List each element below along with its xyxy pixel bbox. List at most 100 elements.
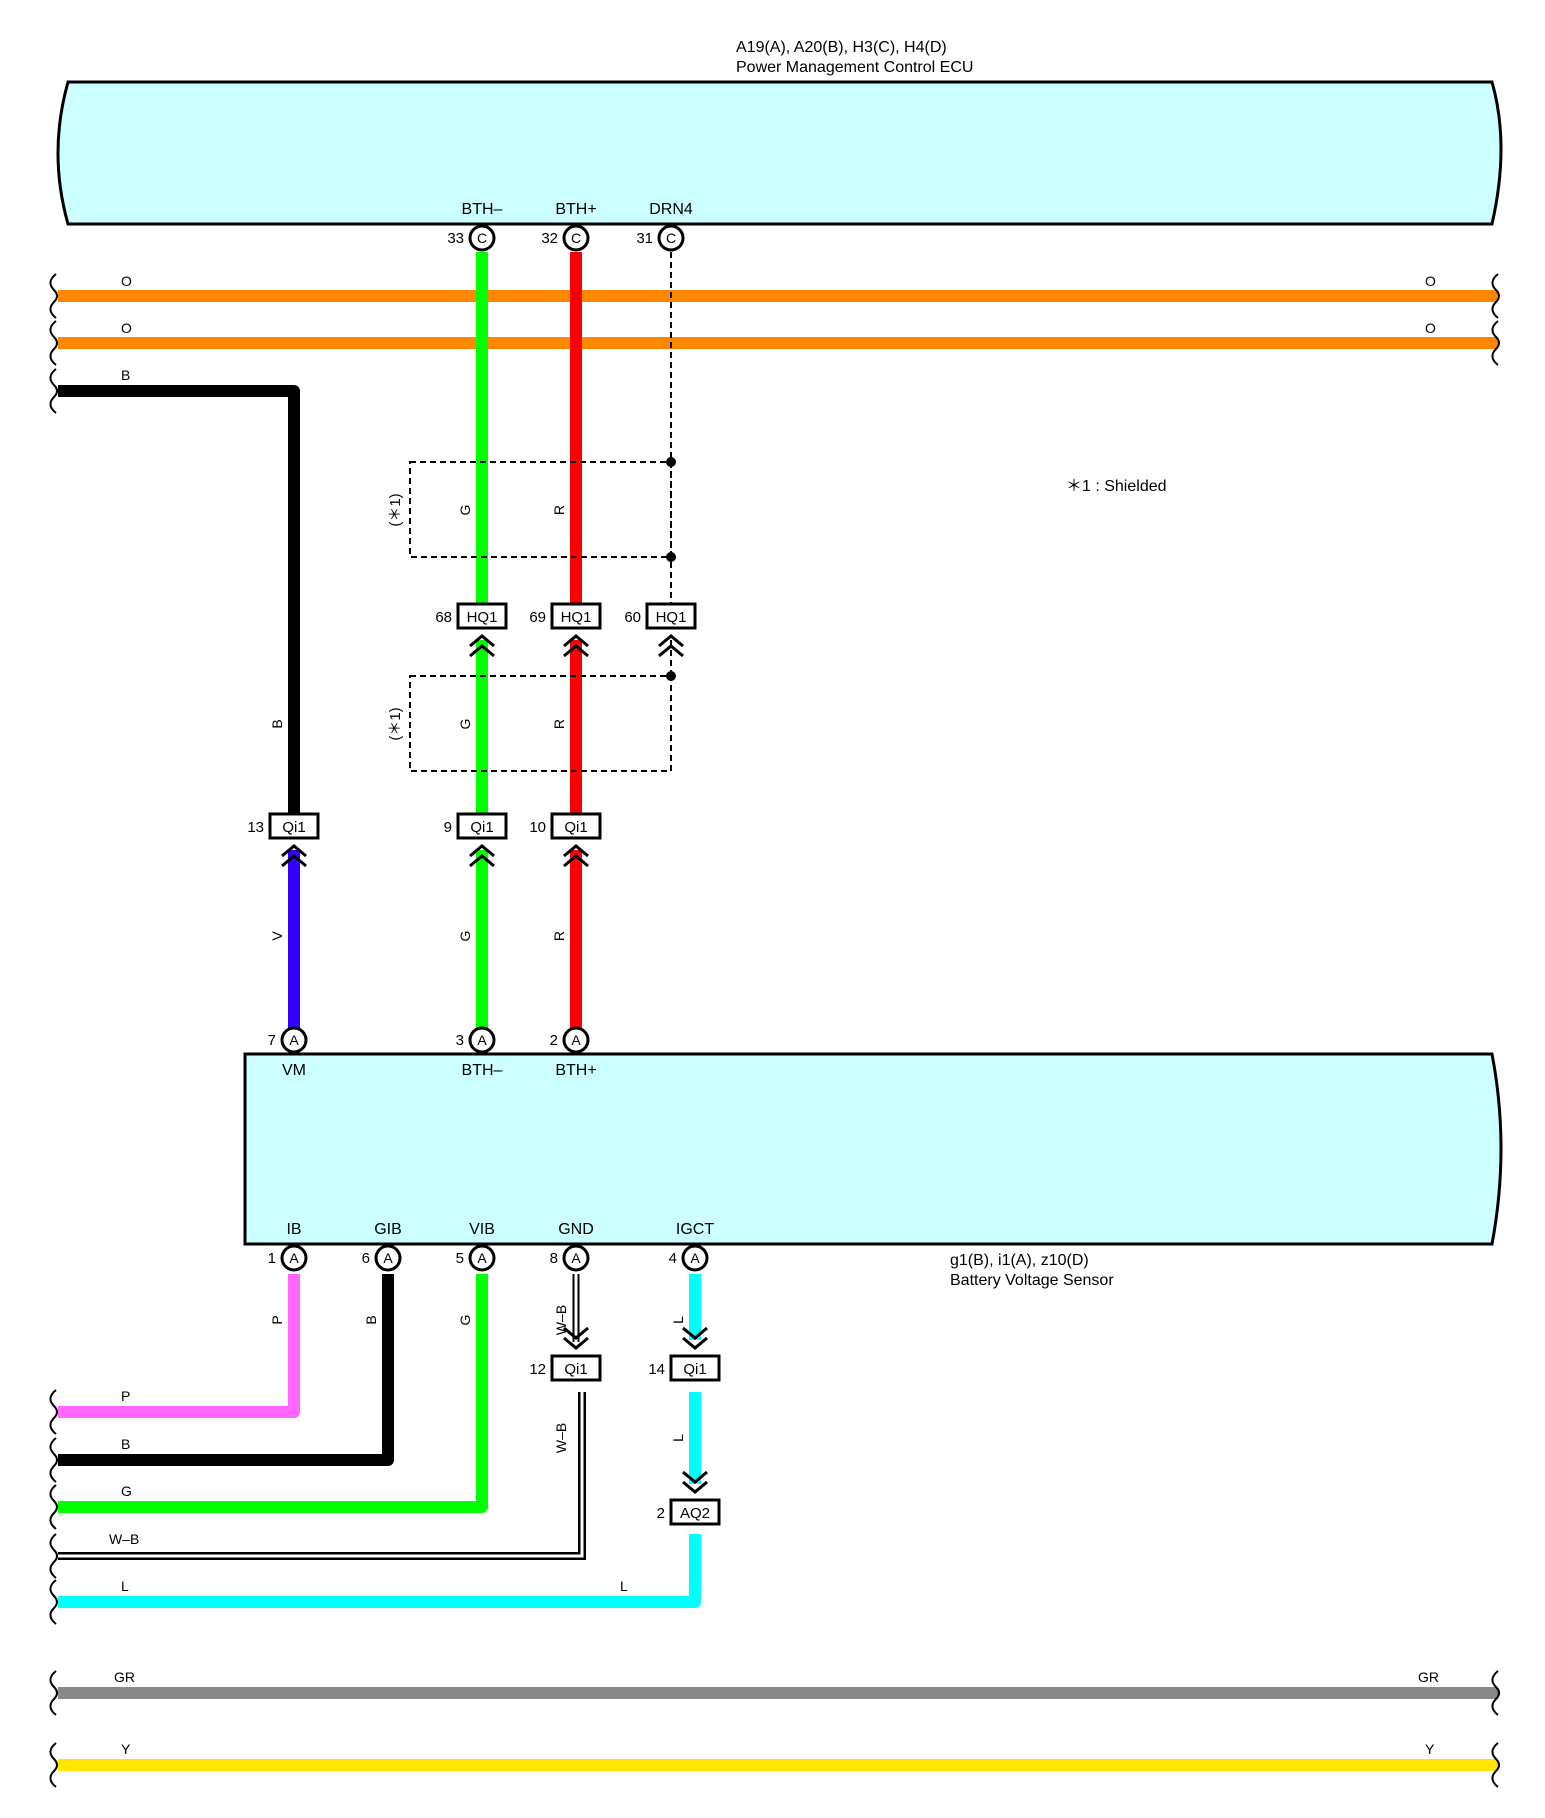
connector-chevron-icon xyxy=(281,844,307,868)
terminal-label: BTH– xyxy=(462,201,503,218)
terminal-label: VM xyxy=(282,1062,306,1079)
wire-label-o-left-1: O xyxy=(121,273,132,289)
shield-lower: (＊1) xyxy=(387,671,676,772)
break-right-3 xyxy=(1491,1742,1500,1788)
wire-label-b-vertical: B xyxy=(269,719,285,728)
break-left-8 xyxy=(49,1670,58,1716)
break-left-4 xyxy=(49,1437,58,1483)
break-right-2 xyxy=(1491,1670,1500,1716)
terminal-label: DRN4 xyxy=(649,201,693,218)
break-left-7 xyxy=(49,1579,58,1625)
wire-label-g-1: G xyxy=(457,505,473,516)
sensor-terminal-vib: VIB A 5 xyxy=(456,1221,496,1272)
wire-label-g-2: G xyxy=(457,719,473,730)
terminal-circle xyxy=(468,1026,496,1054)
wire-label-b-bottom-vertical: B xyxy=(363,1315,379,1324)
ecu-terminal-drn4: DRN4 C 31 xyxy=(636,201,693,252)
break-left-6 xyxy=(49,1533,58,1579)
sensor-terminal-bth-minus: A 3 BTH– xyxy=(456,1026,503,1079)
terminal-circle xyxy=(280,1244,308,1272)
sensor-terminal-bth-plus: A 2 BTH+ xyxy=(550,1026,597,1079)
terminal-circle xyxy=(374,1244,402,1272)
break-right-1 xyxy=(1491,320,1500,366)
terminal-circle xyxy=(562,224,590,252)
connector-box xyxy=(456,812,508,840)
terminal-conn: A xyxy=(571,1250,581,1266)
terminal-label: VIB xyxy=(469,1221,495,1238)
terminal-label: IB xyxy=(286,1221,301,1238)
ecu-terminals: BTH– C 33 BTH+ C 32 DRN4 C 31 xyxy=(447,201,693,252)
break-left-1 xyxy=(49,320,58,366)
connector-hq1-69: HQ1 69 xyxy=(529,602,602,658)
shield-label-lower: (＊1) xyxy=(387,707,404,740)
shield-junction-3 xyxy=(666,671,676,681)
ecu-body xyxy=(56,80,1503,226)
sensor-terminal-igct: IGCT A 4 xyxy=(669,1221,714,1272)
wire-label-l-vertical-1: L xyxy=(670,1316,686,1324)
terminal-conn: C xyxy=(477,230,487,246)
connector-pin: 2 xyxy=(657,1505,665,1522)
wire-wb-gnd-inner-2 xyxy=(58,1392,584,1558)
terminal-circle xyxy=(562,1026,590,1054)
terminal-pin: 7 xyxy=(268,1032,276,1049)
connector-pin: 69 xyxy=(529,609,546,626)
wire-label-gr-right: GR xyxy=(1418,1669,1439,1685)
wire-label-r-3: R xyxy=(551,931,567,941)
sensor-terminal-gib: GIB A 6 xyxy=(362,1221,402,1272)
connector-box xyxy=(669,1498,721,1526)
sensor-terminal-ib: IB A 1 xyxy=(268,1221,308,1272)
wire-label-y-left: Y xyxy=(121,1741,131,1757)
terminal-conn: A xyxy=(477,1250,487,1266)
connector-pin: 14 xyxy=(648,1361,665,1378)
wire-pink-ib xyxy=(58,1274,300,1418)
terminal-label: BTH– xyxy=(462,1062,503,1079)
connector-chevron-icon xyxy=(469,634,495,658)
sensor-terminal-gnd: GND A 8 xyxy=(550,1221,594,1272)
shield-label-upper: (＊1) xyxy=(387,493,404,526)
wire-label-o-left-2: O xyxy=(121,320,132,336)
terminal-conn: C xyxy=(571,230,581,246)
connector-qi1-9: Qi1 9 xyxy=(444,812,508,868)
sensor-codes: g1(B), i1(A), z10(D) xyxy=(950,1252,1089,1269)
connector-pin: 13 xyxy=(247,819,264,836)
connector-name: HQ1 xyxy=(467,609,498,626)
sensor-top-terminals: A 7 VM A 3 BTH– A 2 BTH+ xyxy=(268,1026,597,1079)
break-left-3 xyxy=(49,1389,58,1435)
connector-pin: 68 xyxy=(435,609,452,626)
ecu-codes: A19(A), A20(B), H3(C), H4(D) xyxy=(736,39,947,56)
terminal-conn: A xyxy=(383,1250,393,1266)
connector-box xyxy=(550,602,602,630)
wire-label-l-vertical-2: L xyxy=(670,1434,686,1442)
terminal-conn: A xyxy=(571,1032,581,1048)
terminal-conn: A xyxy=(289,1250,299,1266)
terminal-pin: 4 xyxy=(669,1250,677,1267)
wire-label-g-3: G xyxy=(457,931,473,942)
terminal-pin: 32 xyxy=(541,230,558,247)
connector-box xyxy=(456,602,508,630)
terminal-conn: A xyxy=(289,1032,299,1048)
terminal-circle xyxy=(468,224,496,252)
break-left-2 xyxy=(49,368,58,414)
wire-label-v-vertical: V xyxy=(269,931,285,941)
connector-name: AQ2 xyxy=(680,1505,710,1522)
connector-pin: 12 xyxy=(529,1361,546,1378)
shield-box-upper xyxy=(409,461,672,558)
wire-label-r-2: R xyxy=(551,719,567,729)
ecu-name: Power Management Control ECU xyxy=(736,59,973,76)
break-right-0 xyxy=(1491,273,1500,319)
break-left-5 xyxy=(49,1484,58,1530)
connector-qi1-10: Qi1 10 xyxy=(529,812,602,868)
connector-name: HQ1 xyxy=(656,609,687,626)
connector-pin: 10 xyxy=(529,819,546,836)
wire-label-o-right-2: O xyxy=(1425,320,1436,336)
wires xyxy=(58,252,1498,1771)
shield-junction-2 xyxy=(666,552,676,562)
terminal-conn: C xyxy=(666,230,676,246)
connector-aq2-2: AQ2 2 xyxy=(657,1470,721,1526)
terminal-circle xyxy=(468,1244,496,1272)
wire-label-wb-vertical-2: W–B xyxy=(553,1423,569,1453)
terminal-circle xyxy=(681,1244,709,1272)
connector-hq1-68: HQ1 68 xyxy=(435,602,508,658)
wire-label-o-right-1: O xyxy=(1425,273,1436,289)
